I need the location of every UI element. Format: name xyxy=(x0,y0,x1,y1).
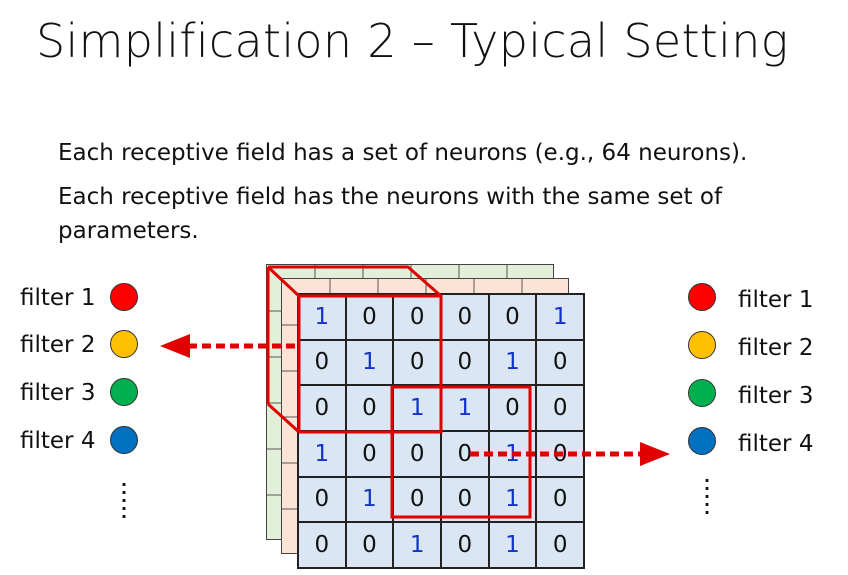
grid-cell: 0 xyxy=(298,476,346,523)
left-filter-1-label: filter 1 xyxy=(20,285,96,311)
right-filter-2-label: filter 2 xyxy=(738,335,814,361)
right-filter-1-label: filter 1 xyxy=(738,287,814,313)
grid-cell: 1 xyxy=(345,339,394,386)
grid-cell: 0 xyxy=(393,476,441,523)
slide-title: Simplification 2 – Typical Setting xyxy=(36,14,789,68)
right-filter-4-dot xyxy=(688,427,716,455)
right-filter-3-label: filter 3 xyxy=(738,383,814,409)
right-more-dots-icon: ..... xyxy=(704,465,710,519)
grid-cell: 0 xyxy=(488,294,537,340)
left-filter-2-label: filter 2 xyxy=(20,332,96,358)
grid-cell: 1 xyxy=(393,522,441,568)
right-filter-2-dot xyxy=(688,331,716,359)
left-filter-4-label: filter 4 xyxy=(20,428,96,454)
left-filter-1-dot xyxy=(110,283,138,311)
bullet-text-1: Each receptive field has a set of neuron… xyxy=(58,140,748,166)
left-filter-3-label: filter 3 xyxy=(20,380,96,406)
left-filter-2-dot xyxy=(110,330,138,358)
grid-cell: 0 xyxy=(298,522,346,568)
bullet-text-2: Each receptive field has the neurons wit… xyxy=(58,184,723,210)
left-filter-3-dot xyxy=(110,378,138,406)
grid-cell: 0 xyxy=(441,476,489,523)
receptive-field-1-front-icon xyxy=(297,294,443,434)
grid-cell: 0 xyxy=(536,339,584,386)
grid-cell: 1 xyxy=(488,522,537,568)
grid-cell: 0 xyxy=(536,522,584,568)
grid-cell: 0 xyxy=(345,294,394,340)
grid-cell: 0 xyxy=(441,522,489,568)
right-filter-3-dot xyxy=(688,379,716,407)
left-arrow-head-icon xyxy=(160,334,190,358)
left-filter-4-dot xyxy=(110,426,138,454)
bullet-text-2-continued: parameters. xyxy=(58,218,199,244)
grid-cell: 0 xyxy=(536,476,584,523)
receptive-field-2-icon xyxy=(390,385,532,519)
right-filter-1-dot xyxy=(688,283,716,311)
right-filter-4-label: filter 4 xyxy=(738,431,814,457)
grid-cell: 1 xyxy=(488,339,537,386)
grid-cell: 1 xyxy=(488,476,537,523)
grid-cell: 0 xyxy=(536,385,584,431)
left-more-dots-icon: ..... xyxy=(121,469,127,523)
right-arrow-head-icon xyxy=(640,442,670,466)
grid-cell: 0 xyxy=(345,522,394,568)
grid-cell: 1 xyxy=(536,294,584,340)
receptive-field-1-top-edge-icon xyxy=(268,265,442,298)
